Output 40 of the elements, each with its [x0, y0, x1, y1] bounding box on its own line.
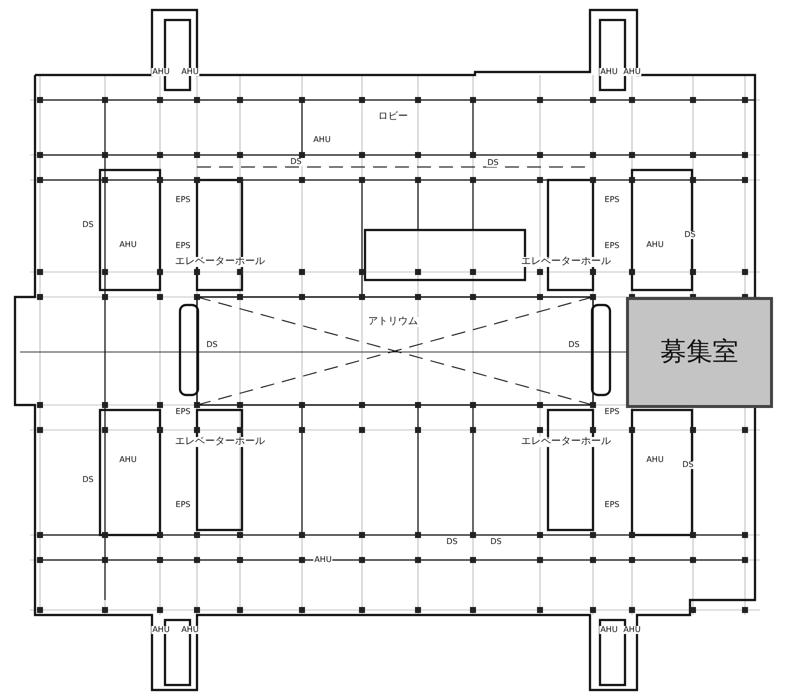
room-label: AHU: [118, 456, 138, 464]
room-label: エレベーターホール: [520, 437, 612, 447]
room-label: DS: [567, 341, 581, 349]
room-label: DS: [681, 461, 695, 469]
room-label: AHU: [180, 68, 200, 76]
room-label: EPS: [174, 196, 192, 204]
room-label: DS: [289, 158, 303, 166]
room-label: DS: [486, 159, 500, 167]
room-label: AHU: [622, 68, 642, 76]
room-label: エレベーターホール: [174, 257, 266, 267]
room-label: DS: [81, 221, 95, 229]
room-label: エレベーターホール: [174, 437, 266, 447]
room-label: EPS: [174, 501, 192, 509]
room-label: EPS: [604, 242, 620, 250]
room-label: EPS: [174, 408, 192, 416]
room-label: DS: [683, 231, 697, 239]
room-name: 募集室: [660, 336, 738, 369]
room-label: ロビー: [377, 112, 409, 122]
room-label: EPS: [604, 196, 620, 204]
room-label: AHU: [118, 241, 138, 249]
room-label: AHU: [599, 626, 619, 634]
room-label: EPS: [174, 242, 192, 250]
room-label: DS: [489, 538, 503, 546]
room-label: DS: [81, 476, 95, 484]
room-label: AHU: [151, 68, 171, 76]
room-label: AHU: [312, 136, 332, 144]
room-label: AHU: [599, 68, 619, 76]
room-label: アトリウム: [367, 317, 419, 327]
room-label: AHU: [622, 626, 642, 634]
room-label: EPS: [604, 501, 620, 509]
highlighted-room: [626, 297, 773, 408]
room-label: DS: [205, 341, 219, 349]
room-label: AHU: [180, 626, 200, 634]
room-label: DS: [445, 538, 459, 546]
room-label: AHU: [313, 556, 333, 564]
room-label: EPS: [604, 408, 620, 416]
room-label: エレベーターホール: [520, 257, 612, 267]
room-label: AHU: [645, 456, 665, 464]
room-label: AHU: [645, 241, 665, 249]
room-label: AHU: [151, 626, 171, 634]
